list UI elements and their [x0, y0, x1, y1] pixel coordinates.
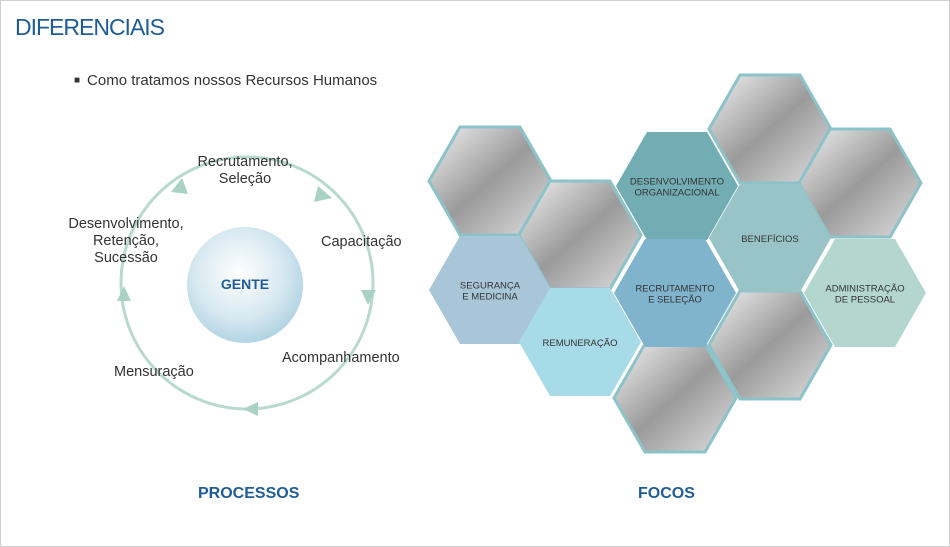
- arrow-icon: [361, 290, 376, 305]
- focus-hex-label: ORGANIZACIONAL: [635, 188, 720, 199]
- cycle-arrows: [117, 178, 376, 416]
- step-text: Seleção: [218, 171, 272, 187]
- focus-hex-label: DE PESSOAL: [835, 295, 895, 306]
- focus-hex: [709, 184, 831, 292]
- focus-hex: [429, 236, 551, 344]
- step-desenvolvimento: Desenvolvimento,Retenção,Sucessão: [68, 216, 183, 267]
- focus-hex-label: E MEDICINA: [462, 292, 518, 303]
- step-text: Retenção,: [92, 233, 160, 249]
- bullet-item: ■ Como tratamos nossos Recursos Humanos: [74, 72, 377, 89]
- arrow-icon: [243, 402, 258, 416]
- focus-hex-label: REMUNERAÇÃO: [543, 338, 618, 349]
- focus-hex: [519, 288, 641, 396]
- focus-hex-label: DESENVOLVIMENTO: [630, 177, 724, 188]
- step-recrutamento: Recrutamento,Seleção: [197, 154, 292, 188]
- focus-hex-label: SEGURANÇA: [460, 281, 521, 292]
- step-text: Desenvolvimento,: [68, 216, 184, 232]
- gente-label: GENTE: [220, 276, 270, 292]
- gente-circle: [187, 227, 303, 343]
- focus-hex: [616, 132, 738, 240]
- focus-hex: [614, 239, 736, 347]
- step-mensuracao: Mensuração: [114, 364, 194, 380]
- arrow-icon: [314, 186, 332, 202]
- focus-hex-label: RECRUTAMENTO: [635, 284, 714, 295]
- step-text: Sucessão: [94, 250, 158, 266]
- page-title: DIFERENCIAIS: [15, 14, 165, 40]
- bullet-text: Como tratamos nossos Recursos Humanos: [87, 72, 378, 89]
- bullet-icon: ■: [74, 75, 81, 86]
- focus-hex: [804, 239, 926, 347]
- step-acompanhamento: Acompanhamento: [282, 350, 400, 366]
- focus-hex-label: E SELEÇÃO: [648, 295, 702, 306]
- process-cycle: [117, 155, 376, 416]
- focus-hex-label: BENEFÍCIOS: [741, 234, 799, 245]
- focos-caption: FOCOS: [638, 485, 695, 502]
- arrow-icon: [117, 286, 131, 301]
- processos-caption: PROCESSOS: [198, 485, 300, 502]
- step-capacitacao: Capacitação: [321, 234, 402, 250]
- step-text: Recrutamento,: [197, 154, 293, 170]
- focus-hex-label: ADMINISTRAÇÃO: [825, 284, 904, 295]
- arrow-icon: [171, 178, 188, 194]
